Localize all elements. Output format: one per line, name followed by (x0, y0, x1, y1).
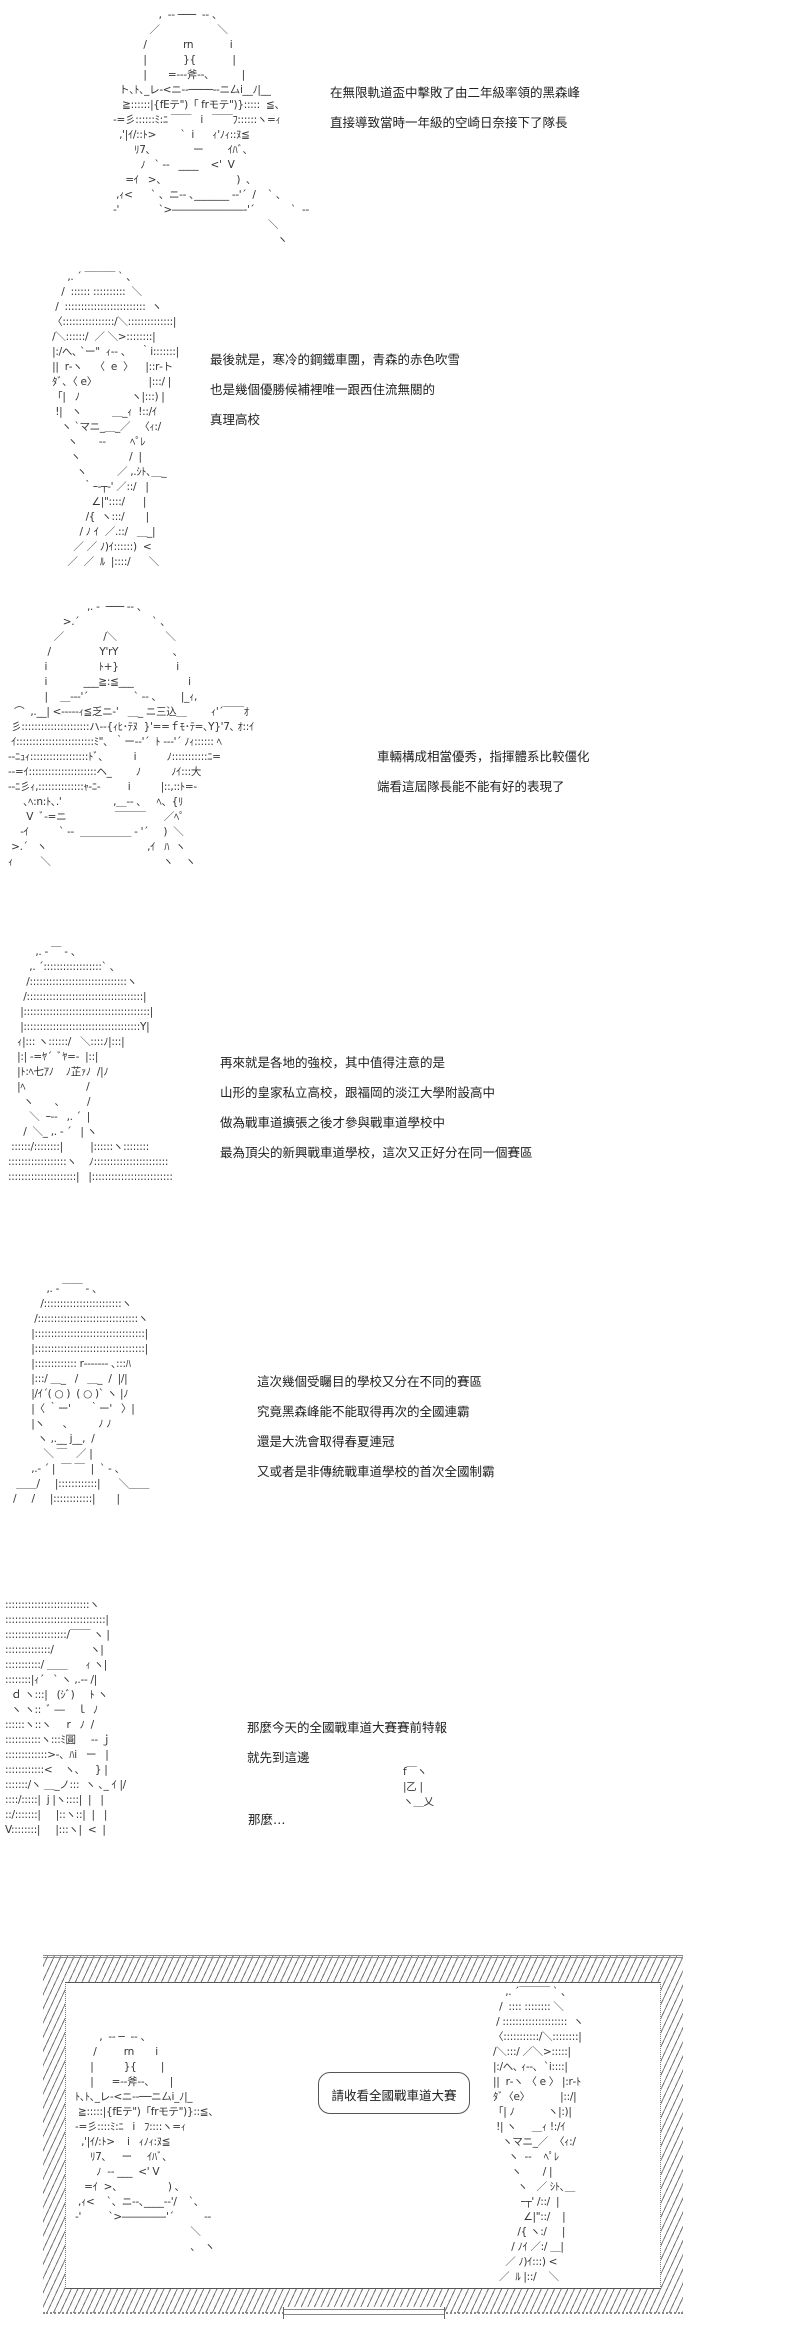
narration-line: 這次幾個受矚目的學校又分在不同的賽區 (257, 1374, 483, 1389)
narration-line: 也是幾個優勝候補裡唯一跟西住流無關的 (210, 382, 436, 397)
ascii-art-goggles-character: ,. ‐ ─── ‐- 、 >.´ ` 、 ／ /＼ ＼ / Y'rY ､ i (8, 601, 254, 868)
narration-line: 在無限軌道盃中擊敗了由二年級率領的黑森峰 (330, 85, 581, 100)
narration-line: 做為戰車道擴張之後才參與戰車道學校中 (220, 1115, 446, 1130)
speech-bubble: 請收看全國戰車道大賽 (318, 2072, 470, 2114)
speech-text: 請收看全國戰車道大賽 (331, 2088, 457, 2103)
narration-line: 最後就是，寒冷的鋼鐵車團，青森的赤色吹雪 (210, 352, 461, 367)
ascii-art-glasses-character: ,. ´ ￣￣￣ ` 、 / :::::: :::::::::: ＼ / :::… (52, 271, 179, 568)
narration-line: 端看這屆隊長能不能有好的表現了 (377, 779, 565, 794)
ascii-art-otsu-sign: f￣ヽ |乙 | ヽ＿乂 (403, 1766, 434, 1808)
ascii-art-surprised-character: ,. ‐ ￣￣ ‐ 、 /::::::::::::::::::::::::ヽ /… (13, 1283, 150, 1505)
ascii-art-closing-character: ::::::::::::::::::::::::::ヽ ::::::::::::… (5, 1599, 126, 1836)
narration-line: 再來就是各地的強校，其中值得注意的是 (220, 1055, 446, 1070)
narration-line: 就先到這邊 (247, 1750, 310, 1765)
tv-screen (65, 1982, 661, 2289)
narration-line: 山形的皇家私立高校，跟福岡的淡江大學附設高中 (220, 1085, 496, 1100)
narration-line: 還是大洗會取得春夏連冠 (257, 1434, 395, 1449)
narration-line: 又或者是非傳統戰車道學校的首次全國制霸 (257, 1464, 495, 1479)
ascii-art-glasses-character: ,. ´￣￣￣ ` 、 / :::: :::::::: ＼ / ::::::::… (493, 1986, 584, 2283)
ascii-art-student-character: ,. ‐ ￣ ‐ 、 ,. ´::::::::::::::::::` 、 /::… (8, 946, 173, 1183)
narration-line: 真理高校 (210, 412, 261, 427)
narration-line: 直接導致當時一年級的空崎日奈接下了隊長 (330, 115, 568, 130)
narration-trailing: 那麼… (248, 1812, 286, 1827)
narration-line: 究竟黑森峰能不能取得再次的全國連霸 (257, 1404, 470, 1419)
narration-line: 最為頂尖的新興戰車道學校，這次又正好分在同一個賽區 (220, 1145, 533, 1160)
narration-line: 車輛構成相當優秀，指揮體系比較僵化 (377, 749, 590, 764)
tv-frame (43, 1955, 683, 2313)
ascii-art-capped-character: , -‐ ─ ‐- 、 / rn i | }{ | | =‐‐斧‐‐、 | ﾄ､… (75, 2031, 219, 2253)
narration-line: 那麼今天的全國戰車道大賽賽前特報 (247, 1720, 448, 1735)
ascii-art-capped-character: , -‐ ─── ‐- 、 ／ ＼ / rn i | }{ | | =‐‐‐斧‐… (113, 9, 309, 246)
tv-frame-stand (283, 2307, 445, 2319)
